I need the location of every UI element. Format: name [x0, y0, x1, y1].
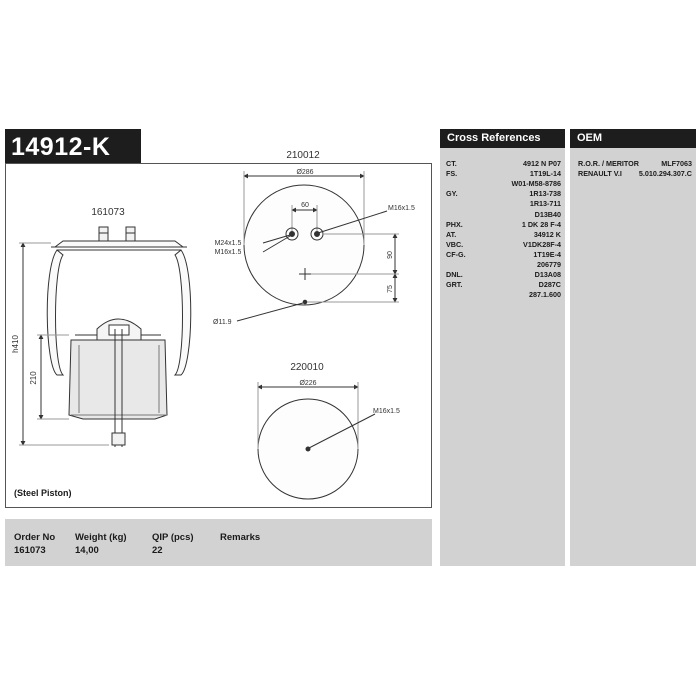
cross-reference-code: D287C: [538, 280, 561, 290]
air-spring-side-view: 161073: [19, 207, 192, 447]
cross-reference-row: FS. 1T19L-14: [440, 168, 565, 179]
qip-header: QIP (pcs): [152, 532, 194, 543]
side-view-part-no: 161073: [91, 207, 125, 218]
oem-code: MLF7063: [661, 159, 692, 168]
cross-reference-brand: DNL.: [446, 270, 463, 280]
cross-reference-code: 1R13-738: [529, 189, 561, 199]
top-plate-hole: Ø11.9: [213, 319, 232, 326]
cross-reference-code: D13B40: [534, 209, 561, 219]
cross-reference-code: V1DK28F-4: [523, 239, 561, 249]
cross-reference-code: 4912 N P07: [523, 159, 561, 168]
qip-value: 22: [152, 545, 163, 556]
oem-code: 5.010.294.307.C: [638, 169, 692, 179]
cross-reference-brand: GY.: [446, 189, 458, 199]
cross-reference-row: VBC. V1DK28F-4: [440, 239, 565, 250]
cross-reference-row: CF-G. 1T19E-4: [440, 249, 565, 260]
oem-name: RENAULT V.I: [578, 169, 622, 179]
cross-reference-brand: FS.: [446, 169, 458, 179]
top-plate-diameter: Ø286: [296, 169, 313, 176]
product-code: 14912-K: [5, 129, 141, 166]
top-plate-spacing: 60: [301, 202, 309, 209]
cross-reference-row: 287.1.600: [440, 289, 565, 300]
weight-header: Weight (kg): [75, 532, 127, 543]
bottom-plate-part-no: 220010: [290, 362, 324, 373]
cross-reference-row: D13B40: [440, 209, 565, 220]
bottom-plate-stud: M16x1.5: [373, 408, 400, 415]
top-plate-stud-main: M24x1.5: [215, 240, 242, 247]
cross-reference-row: GY. 1R13-738: [440, 188, 565, 199]
oem-row: R.O.R. / MERITOR MLF7063: [570, 158, 696, 169]
remarks-header: Remarks: [220, 532, 261, 543]
cross-reference-brand: GRT.: [446, 280, 463, 290]
cross-reference-brand: AT.: [446, 229, 457, 239]
cross-reference-code: 206779: [537, 260, 561, 269]
cross-reference-code: W01-M58-8786: [511, 179, 561, 189]
cross-reference-code: 1T19L-14: [529, 169, 561, 179]
piston-note: (Steel Piston): [14, 488, 72, 498]
cross-reference-code: 1T19E-4: [533, 249, 561, 259]
cross-reference-brand: CF-G.: [446, 249, 466, 259]
cross-reference-row: 206779: [440, 259, 565, 270]
cross-reference-code: 287.1.600: [529, 290, 561, 300]
top-plate-part-no: 210012: [286, 150, 320, 161]
order-info-band: Order No Weight (kg) QIP (pcs) Remarks 1…: [5, 519, 432, 566]
bottom-plate-diameter: Ø226: [299, 380, 316, 387]
weight-value: 14,00: [75, 545, 99, 556]
piston-height-dim: 210: [29, 371, 38, 385]
cross-reference-row: W01-M58-8786: [440, 178, 565, 189]
cross-reference-row: 1R13-711: [440, 198, 565, 209]
cross-reference-code: 34912 K: [533, 229, 561, 239]
cross-reference-brand: PHX.: [446, 219, 463, 229]
order-no-value: 161073: [14, 545, 46, 556]
top-plate-view: [236, 171, 399, 322]
top-plate-stud-right: M16x1.5: [388, 205, 415, 212]
top-plate-offset-2: 75: [387, 285, 394, 293]
oem-name: R.O.R. / MERITOR: [578, 159, 639, 168]
cross-reference-row: GRT. D287C: [440, 279, 565, 290]
cross-reference-row: AT. 34912 K: [440, 229, 565, 240]
cross-references-title: Cross References: [440, 129, 565, 148]
cross-reference-code: 1 DK 28 F-4: [521, 219, 561, 229]
cross-reference-brand: CT.: [446, 159, 457, 168]
cross-reference-code: D13A08: [534, 270, 561, 280]
cross-reference-code: 1R13-711: [529, 199, 561, 209]
top-plate-stud-air: M16x1.5: [215, 249, 242, 256]
order-no-header: Order No: [14, 532, 56, 543]
oem-row: RENAULT V.I 5.010.294.307.C: [570, 168, 696, 179]
cross-reference-row: CT. 4912 N P07: [440, 158, 565, 169]
cross-reference-brand: VBC.: [446, 239, 464, 249]
bottom-plate-view: [257, 382, 376, 500]
top-plate-offset-1: 90: [387, 251, 394, 259]
oem-title: OEM: [570, 129, 696, 148]
technical-drawing: 161073: [11, 150, 415, 500]
cross-reference-row: DNL. D13A08: [440, 269, 565, 280]
cross-reference-row: PHX. 1 DK 28 F-4: [440, 219, 565, 230]
overall-height-dim: h410: [11, 335, 20, 353]
